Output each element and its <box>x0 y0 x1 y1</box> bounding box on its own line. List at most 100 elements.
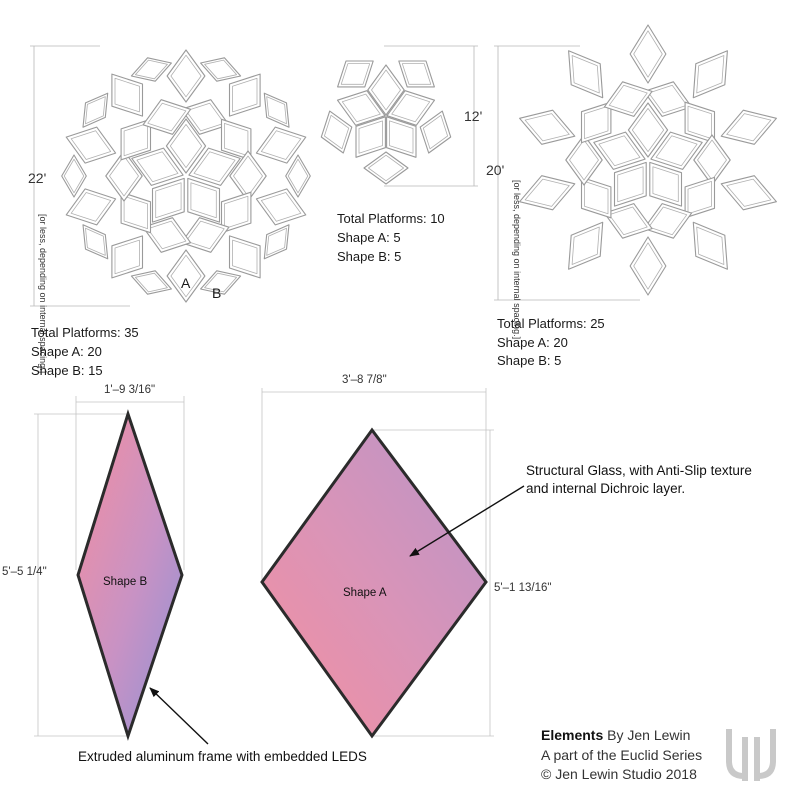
glass-annotation-arrow <box>409 485 525 557</box>
platform-panel <box>147 220 187 250</box>
platform-panel <box>652 166 679 203</box>
shape-b-dimension-lines <box>34 396 185 737</box>
layout-20-size: 20' <box>486 162 505 178</box>
layout-22-shape-a-count: Shape A: 20 <box>31 344 102 359</box>
platform-panel <box>134 59 168 80</box>
platform-panel <box>598 135 641 167</box>
platform-panel <box>323 114 350 150</box>
platform-panel <box>524 178 570 207</box>
platform-panel <box>648 206 688 236</box>
shape-a-panel <box>260 427 488 739</box>
platform-panel <box>123 123 149 157</box>
platform-panel <box>63 158 85 194</box>
platform-panel <box>631 108 665 153</box>
platform-panel <box>697 139 727 181</box>
platform-panel <box>190 182 217 219</box>
platform-panel <box>233 155 263 197</box>
platform-panel <box>260 192 302 222</box>
platform-panel <box>655 135 698 167</box>
platform-panel <box>114 239 140 275</box>
platform-panel <box>371 69 401 111</box>
layout-22-size: 22' <box>28 170 47 186</box>
studio-logo-icon <box>720 727 782 788</box>
layout-22-rosette <box>61 49 311 303</box>
platform-panel <box>155 182 182 219</box>
shape-a-width: 3'–8 7/8" <box>342 374 387 386</box>
platform-panel <box>134 272 168 293</box>
platform-panel <box>223 123 249 157</box>
layout-20-dimension-lines <box>494 45 640 301</box>
platform-panel <box>70 130 112 160</box>
platform-panel <box>232 77 258 113</box>
platform-panel <box>136 151 179 183</box>
platform-panel <box>193 151 236 183</box>
platform-panel <box>185 220 225 250</box>
platform-panel <box>114 77 140 113</box>
layout-20-shape-b-count: Shape B: 5 <box>497 353 562 368</box>
platform-panel <box>260 130 302 160</box>
shape-b-width: 1'–9 3/16" <box>104 384 156 396</box>
platform-panel <box>617 166 644 203</box>
credit-block: Elements By Jen Lewin A part of the Eucl… <box>541 726 702 785</box>
layout-22-shape-b-count: Shape B: 15 <box>31 363 103 378</box>
layout-12-size: 12' <box>464 108 483 124</box>
platform-panel <box>608 206 648 236</box>
platform-panel <box>169 124 203 169</box>
layout-12-shape-a-count: Shape A: 5 <box>337 230 401 245</box>
platform-panel <box>170 254 202 298</box>
platform-panel <box>633 242 663 290</box>
platform-panel <box>608 84 648 114</box>
platform-panel <box>571 226 600 265</box>
shape-a-dimension-lines <box>261 388 494 737</box>
platform-panel <box>266 96 287 125</box>
credit-author: By Jen Lewin <box>603 727 691 743</box>
layout-20-total: Total Platforms: 25 <box>497 316 605 331</box>
shape-b-height: 5'–5 1/4" <box>2 566 47 578</box>
frame-annotation: Extruded aluminum frame with embedded LE… <box>78 749 367 764</box>
platform-panel <box>687 105 712 140</box>
platform-panel <box>123 195 149 230</box>
layout-12-dimension-lines <box>384 45 478 187</box>
platform-panel <box>358 120 383 154</box>
platform-panel <box>147 102 187 132</box>
platform-panel <box>170 54 202 98</box>
layout-22-total: Total Platforms: 35 <box>31 325 139 340</box>
shape-b-marker: B <box>212 285 222 301</box>
layout-20-rosette <box>519 24 777 296</box>
layout-12-rosette <box>320 60 452 185</box>
shape-a-marker: A <box>181 275 191 291</box>
platform-panel <box>687 180 712 215</box>
platform-panel <box>266 227 287 256</box>
platform-panel <box>70 192 112 222</box>
platform-panel <box>524 113 570 142</box>
shape-a-label: Shape A <box>343 587 387 599</box>
frame-annotation-arrow <box>149 687 209 745</box>
platform-panel <box>85 96 106 125</box>
layout-22-dimension-lines <box>30 45 130 307</box>
platform-panel <box>223 195 249 230</box>
platform-panel <box>367 154 405 182</box>
glass-annotation: Structural Glass, with Anti-Slip texture… <box>526 463 752 496</box>
platform-panel <box>391 93 431 123</box>
platform-panel <box>109 155 139 197</box>
platform-panel <box>204 272 238 293</box>
platform-panel <box>584 180 609 215</box>
credit-copyright: © Jen Lewin Studio 2018 <box>541 766 697 782</box>
platform-panel <box>726 113 772 142</box>
platform-panel <box>341 93 381 123</box>
credit-title-line: Elements By Jen Lewin <box>541 726 702 746</box>
platform-panel <box>726 178 772 207</box>
platform-panel <box>571 55 600 94</box>
platform-panel <box>422 114 449 150</box>
platform-panel <box>569 139 599 181</box>
shape-a-height: 5'–1 13/16" <box>494 582 552 594</box>
platform-panel <box>584 105 609 140</box>
platform-panel <box>401 63 432 85</box>
platform-panel <box>85 227 106 256</box>
platform-panel <box>696 226 725 265</box>
platform-panel <box>633 30 663 78</box>
credit-series: A part of the Euclid Series <box>541 746 703 763</box>
shape-b-label: Shape B <box>103 576 148 588</box>
